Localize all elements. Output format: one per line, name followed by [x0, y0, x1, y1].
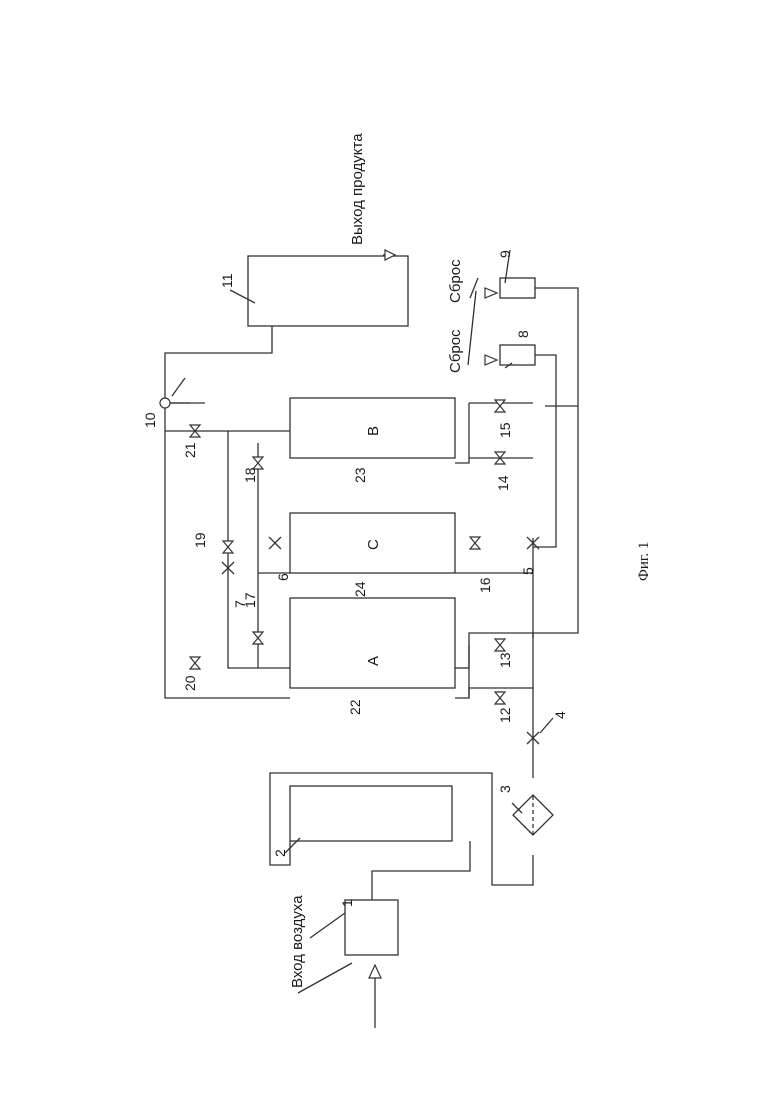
- ref-22: 22: [347, 699, 363, 715]
- inlet-label: Вход воздуха: [289, 895, 306, 988]
- ref-3: 3: [497, 785, 513, 793]
- ref-6: 6: [275, 573, 291, 581]
- compressor-1: [345, 900, 398, 955]
- filter-3: [513, 795, 553, 835]
- vent-label-9: Сброс: [447, 259, 464, 303]
- column-label-b: B: [365, 426, 382, 436]
- silencer-8: [500, 345, 535, 365]
- ref-8: 8: [515, 330, 531, 338]
- ref-11: 11: [219, 273, 235, 288]
- vent-arrow-9-icon: [485, 288, 497, 298]
- column-label-a: A: [365, 656, 382, 666]
- outlet-label: Выход продукта: [349, 133, 366, 245]
- valve-12: [495, 692, 505, 704]
- receiver-11: [248, 256, 408, 326]
- ref-21: 21: [182, 442, 198, 458]
- ref-1: 1: [339, 899, 355, 907]
- vent-label-8: Сброс: [447, 329, 464, 373]
- ref-18: 18: [242, 467, 258, 483]
- valve-13: [495, 639, 505, 651]
- ref-19: 19: [192, 532, 208, 548]
- valve-20: [190, 657, 200, 669]
- flow-diagram: Вход воздуха Выход продукта Сброс Сброс …: [142, 133, 652, 1028]
- throttle-6: [269, 537, 281, 549]
- ref-5: 5: [520, 567, 536, 575]
- ref-15: 15: [497, 422, 513, 438]
- valve-18: [253, 457, 263, 469]
- column-label-c: C: [365, 539, 382, 550]
- ref-9: 9: [497, 250, 513, 258]
- ref-24: 24: [352, 581, 368, 597]
- ref-17: 17: [242, 592, 258, 608]
- adsorber-a: [290, 598, 455, 688]
- valve-16: [470, 537, 480, 549]
- cooler-2: [290, 786, 452, 841]
- ref-16: 16: [477, 577, 493, 593]
- ref-4: 4: [552, 711, 568, 719]
- valve-15: [495, 400, 505, 412]
- valve-19: [223, 541, 233, 553]
- inlet-arrow-icon: [369, 965, 381, 978]
- ref-23: 23: [352, 467, 368, 483]
- ref-14: 14: [495, 475, 511, 491]
- check-valve-10: [160, 398, 170, 408]
- ref-2: 2: [272, 849, 288, 857]
- vent-arrow-8-icon: [485, 355, 497, 365]
- ref-10: 10: [142, 412, 158, 428]
- ref-20: 20: [182, 675, 198, 691]
- ref-13: 13: [497, 652, 513, 668]
- ref-12: 12: [497, 707, 513, 723]
- valve-17: [253, 632, 263, 644]
- figure-caption: Фиг. 1: [636, 542, 652, 581]
